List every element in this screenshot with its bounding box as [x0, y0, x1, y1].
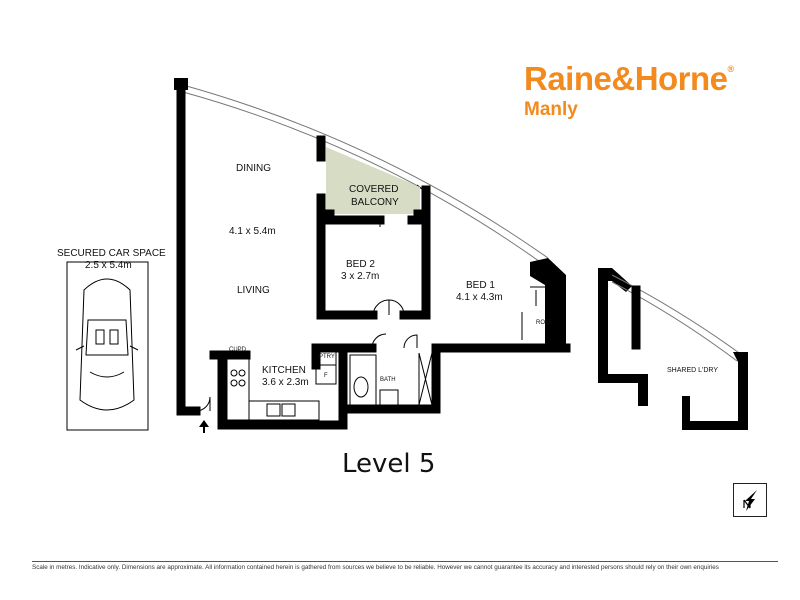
brand-office: Manly — [524, 99, 578, 120]
label-bed2-size: 3 x 2.7m — [341, 271, 379, 282]
label-bed2: BED 2 — [346, 259, 375, 270]
label-bed1: BED 1 — [466, 280, 495, 291]
label-robe: ROBE — [536, 320, 553, 326]
label-living-size: 4.1 x 5.4m — [229, 226, 276, 237]
brand-logo: Raine&Horne® — [524, 60, 734, 98]
level-title: Level 5 — [342, 449, 436, 479]
label-laundry: SHARED L'DRY — [667, 367, 718, 374]
label-balcony-line1: COVERED — [349, 184, 398, 195]
brand-name: Raine&Horne — [524, 60, 728, 97]
label-bed1-size: 4.1 x 4.3m — [456, 292, 503, 303]
kitchen-fixtures — [226, 347, 337, 421]
label-balcony-line2: BALCONY — [351, 197, 399, 208]
glazing-curve-inner — [182, 91, 544, 265]
walls — [174, 78, 571, 430]
label-kitchen-size: 3.6 x 2.3m — [262, 377, 309, 388]
laundry-walls — [598, 268, 748, 430]
label-dining: DINING — [236, 163, 271, 174]
entry-arrow-icon — [199, 420, 209, 433]
label-fridge: F — [324, 373, 328, 379]
label-bath: BATH — [380, 377, 396, 383]
label-car-size: 2.5 x 5.4m — [85, 260, 132, 271]
car-icon — [75, 278, 139, 411]
label-kitchen: KITCHEN — [262, 365, 306, 376]
doors — [195, 220, 545, 412]
balcony-area — [326, 147, 420, 214]
glazing-curve-outer — [182, 84, 549, 259]
footer-disclaimer: Scale in metres. Indicative only. Dimens… — [32, 561, 778, 571]
car-space — [66, 261, 149, 431]
label-cupd: CUPD — [229, 347, 247, 353]
label-ptry: PTRY — [319, 354, 335, 360]
brand-registered-mark: ® — [727, 64, 735, 74]
label-living: LIVING — [237, 285, 270, 296]
bath-fixtures — [349, 352, 433, 406]
label-car-space: SECURED CAR SPACE — [57, 248, 166, 259]
north-arrow-icon — [733, 483, 767, 517]
